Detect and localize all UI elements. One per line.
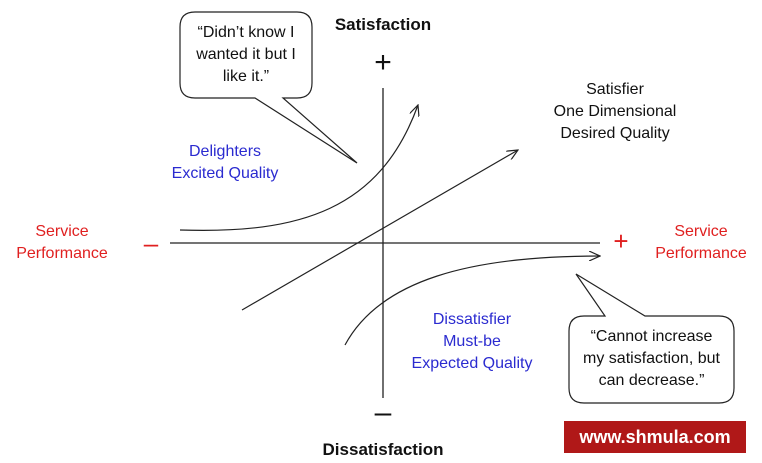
callout-bottom-right-text: “Cannot increase my satisfaction, but ca… [569,326,734,392]
minus-sign-bottom: – [374,396,392,429]
service-performance-right-label: Service Performance [640,221,762,265]
callout-bottom-right-line1: “Cannot increase [590,328,713,345]
callout-top-left-text: “Didn’t know I wanted it but I like it.” [180,22,312,88]
satisfier-line [241,150,518,311]
speech-bubble-top-left [179,11,358,164]
service-performance-left-label: Service Performance [0,221,124,265]
satisfier-line3: Desired Quality [560,125,670,142]
right-label-line2: Performance [655,245,747,262]
satisfier-label: Satisfier One Dimensional Desired Qualit… [530,79,700,145]
speech-bubble-bottom-right [568,273,735,404]
callout-top-left-line2: wanted it but I [196,46,296,63]
delighters-label: Delighters Excited Quality [140,141,310,185]
delighters-curve [179,105,418,231]
dissatisfier-line3: Expected Quality [411,355,533,372]
delighters-line2: Excited Quality [171,165,279,182]
right-label-line1: Service [674,223,728,240]
dissatisfier-line1: Dissatisfier [432,311,512,328]
dissatisfier-line2: Must-be [443,333,501,350]
watermark-badge: www.shmula.com [564,421,746,453]
callout-top-left-line3: like it.” [222,68,270,85]
left-label-line1: Service [35,223,89,240]
callout-top-left-line1: “Didn’t know I [197,24,295,41]
dissatisfaction-label: Dissatisfaction [322,440,444,459]
delighters-line1: Delighters [188,143,262,160]
callout-bottom-right-line2: my satisfaction, but [583,350,720,367]
satisfier-line1: Satisfier [586,81,644,98]
plus-sign-top: + [374,46,392,79]
satisfier-line2: One Dimensional [553,103,677,120]
dissatisfier-label: Dissatisfier Must-be Expected Quality [392,309,552,375]
callout-bottom-right-line3: can decrease.” [598,372,705,389]
dissatisfier-curve [344,256,600,346]
plus-sign-right: + [613,226,629,256]
satisfaction-label: Satisfaction [334,15,432,34]
minus-sign-left: – [143,228,159,258]
left-label-line2: Performance [16,245,108,262]
